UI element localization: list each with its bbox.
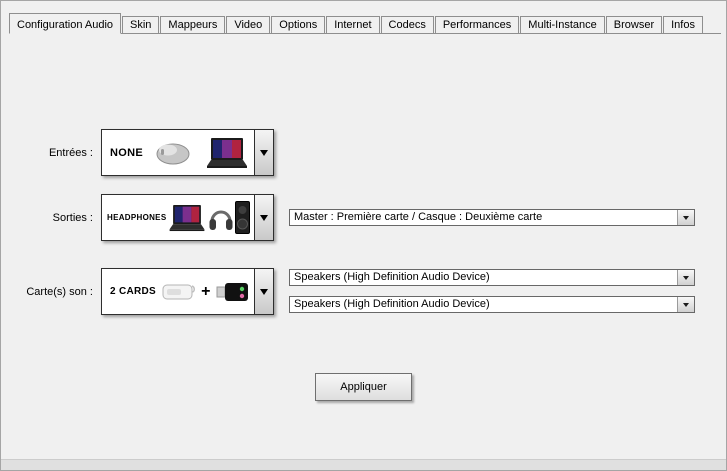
cartes-son-combo-arrow-button[interactable] bbox=[254, 269, 273, 314]
sorties-label: Sorties : bbox=[52, 212, 93, 224]
sorties-combo-arrow-button[interactable] bbox=[254, 195, 273, 240]
cartes-son-combo-field: 2 CARDS + bbox=[102, 269, 254, 314]
usb-audio-adapter-icon bbox=[216, 282, 248, 301]
soundcard-1-select[interactable]: Speakers (High Definition Audio Device) bbox=[289, 269, 695, 286]
soundcard-2-select[interactable]: Speakers (High Definition Audio Device) bbox=[289, 296, 695, 313]
sorties-combo-field: HEADPHONES bbox=[102, 195, 254, 240]
tab-configuration-audio[interactable]: Configuration Audio bbox=[9, 13, 122, 34]
mouse-icon bbox=[156, 143, 190, 164]
sorties-selected-caption: HEADPHONES bbox=[107, 213, 167, 222]
plus-icon: + bbox=[201, 282, 211, 300]
window-bottom-edge bbox=[1, 459, 726, 470]
cartes-son-label: Carte(s) son : bbox=[26, 286, 93, 298]
chevron-down-icon bbox=[260, 288, 268, 295]
soundcard-2-select-arrow-button[interactable] bbox=[677, 297, 694, 312]
sorties-combo[interactable]: HEADPHONES bbox=[101, 194, 274, 241]
tab-multi-instance[interactable]: Multi-Instance bbox=[520, 16, 605, 33]
laptop-icon bbox=[206, 137, 247, 168]
tab-performances[interactable]: Performances bbox=[434, 16, 520, 33]
tab-browser[interactable]: Browser bbox=[605, 16, 663, 33]
tab-options[interactable]: Options bbox=[271, 16, 326, 33]
laptop-icon bbox=[169, 204, 205, 231]
headphones-icon bbox=[209, 210, 233, 230]
sorties-routing-select-value: Master : Première carte / Casque : Deuxi… bbox=[294, 211, 543, 223]
cartes-son-selected-caption: 2 CARDS bbox=[110, 286, 156, 297]
speaker-icon bbox=[234, 201, 250, 234]
sorties-routing-select[interactable]: Master : Première carte / Casque : Deuxi… bbox=[289, 209, 695, 226]
tab-video[interactable]: Video bbox=[226, 16, 271, 33]
soundcard-icon bbox=[162, 284, 195, 299]
chevron-down-icon bbox=[683, 302, 689, 307]
tab-codecs[interactable]: Codecs bbox=[380, 16, 434, 33]
entrees-label: Entrées : bbox=[48, 147, 93, 159]
tab-internet[interactable]: Internet bbox=[326, 16, 380, 33]
chevron-down-icon bbox=[260, 214, 268, 221]
chevron-down-icon bbox=[683, 215, 689, 220]
soundcard-1-select-value: Speakers (High Definition Audio Device) bbox=[294, 271, 490, 283]
apply-button[interactable]: Appliquer bbox=[315, 373, 412, 401]
tab-infos[interactable]: Infos bbox=[663, 16, 703, 33]
tab-bar: Configuration Audio Skin Mappeurs Video … bbox=[9, 12, 721, 34]
tab-mappeurs[interactable]: Mappeurs bbox=[160, 16, 226, 33]
soundcard-2-select-value: Speakers (High Definition Audio Device) bbox=[294, 298, 490, 310]
chevron-down-icon bbox=[683, 275, 689, 280]
tab-skin[interactable]: Skin bbox=[122, 16, 160, 33]
soundcard-1-select-arrow-button[interactable] bbox=[677, 270, 694, 285]
sorties-routing-select-arrow-button[interactable] bbox=[677, 210, 694, 225]
cartes-son-combo[interactable]: 2 CARDS + bbox=[101, 268, 274, 315]
entrees-combo[interactable]: NONE bbox=[101, 129, 274, 176]
entrees-combo-arrow-button[interactable] bbox=[254, 130, 273, 175]
entrees-selected-caption: NONE bbox=[110, 146, 143, 159]
entrees-combo-field: NONE bbox=[102, 130, 254, 175]
chevron-down-icon bbox=[260, 149, 268, 156]
